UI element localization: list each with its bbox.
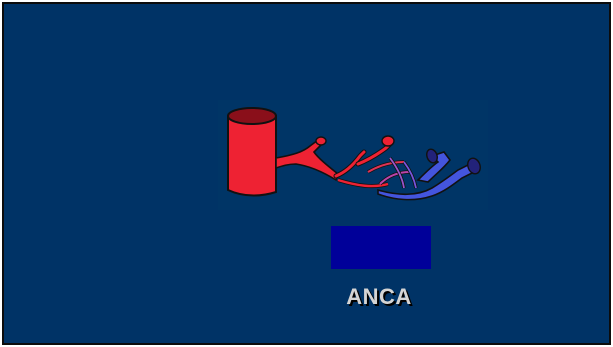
caption-text: ANCA <box>346 284 412 309</box>
blue-rectangle <box>331 226 431 269</box>
blood-vessel-icon <box>218 100 488 210</box>
